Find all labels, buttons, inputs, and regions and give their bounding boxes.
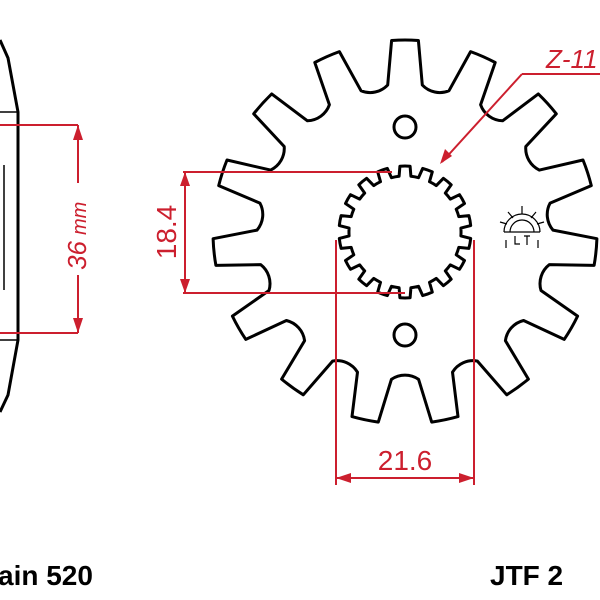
arrowhead-top bbox=[73, 125, 83, 140]
side-diameter-unit: mm bbox=[69, 202, 91, 235]
tooth-count-label: Z-11 bbox=[545, 44, 598, 74]
side-diameter-value: 36 bbox=[62, 240, 92, 269]
side-profile-outline bbox=[0, 39, 20, 413]
arrowhead-left bbox=[336, 473, 351, 483]
arrowhead-right bbox=[459, 473, 474, 483]
spline-width-dimension: 21.6 bbox=[335, 240, 475, 485]
sprocket-splined-bore bbox=[337, 164, 473, 300]
chain-size-label: ain 520 bbox=[0, 560, 93, 591]
bore-height-dimension: 18.4 bbox=[151, 171, 405, 294]
jt-maker-logo-icon bbox=[499, 206, 545, 248]
arrowhead-top bbox=[180, 172, 190, 186]
leader-arrowhead bbox=[440, 149, 452, 164]
sprocket-side-profile bbox=[0, 39, 20, 413]
mounting-hole-top bbox=[392, 114, 418, 140]
arrowhead-bottom bbox=[180, 279, 190, 293]
arrowhead-bottom bbox=[73, 318, 83, 333]
sprocket-outer-profile bbox=[211, 38, 599, 424]
spline-width-label: 21.6 bbox=[378, 445, 433, 476]
sprocket-front-view bbox=[211, 38, 599, 424]
tooth-count-callout: Z-11 bbox=[440, 44, 600, 164]
part-code-label: JTF 2 bbox=[490, 560, 563, 591]
bore-height-label: 18.4 bbox=[151, 205, 182, 260]
mounting-hole-bottom bbox=[392, 322, 418, 348]
side-diameter-dimension: 36 mm bbox=[0, 124, 92, 334]
leader-line-diagonal bbox=[441, 73, 523, 163]
